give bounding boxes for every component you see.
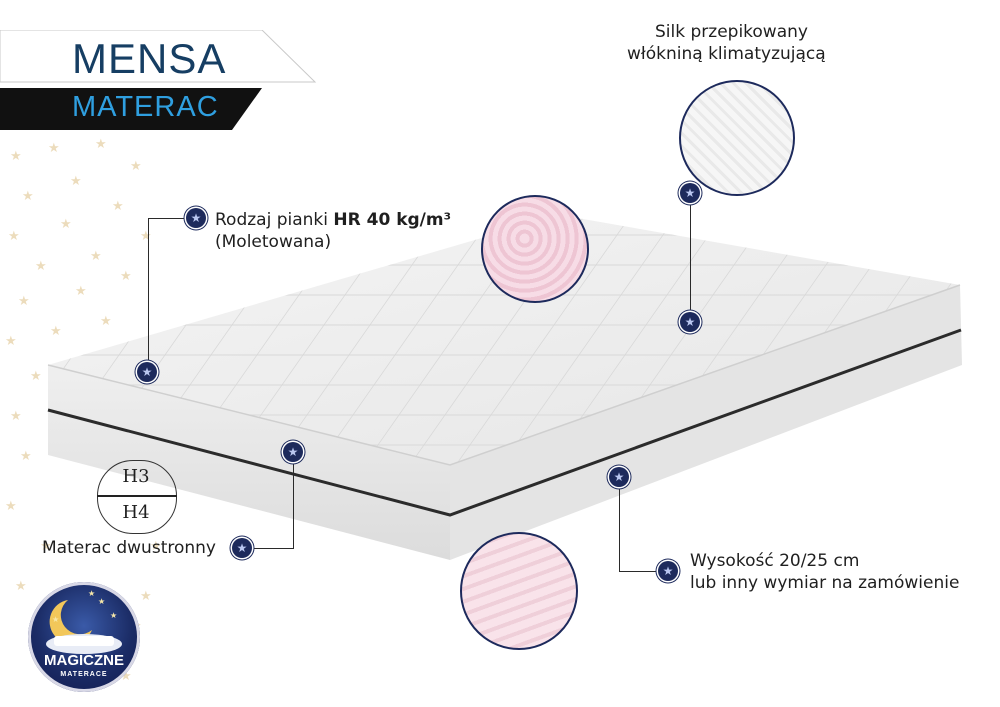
svg-text:★: ★ (50, 324, 62, 339)
svg-text:★: ★ (30, 369, 42, 384)
mattress-image (47, 215, 962, 560)
svg-text:★: ★ (8, 229, 20, 244)
svg-text:★: ★ (48, 141, 60, 156)
foam-density: HR 40 kg/m³ (333, 210, 452, 230)
cover-fabric-zoom (679, 80, 795, 196)
height-label-line1: Wysokość 20/25 cm (690, 551, 860, 571)
svg-text:★: ★ (20, 449, 32, 464)
svg-text:★: ★ (70, 174, 82, 189)
svg-text:★: ★ (120, 269, 132, 284)
svg-text:★: ★ (130, 159, 142, 174)
star-marker-icon: ★ (232, 538, 252, 558)
svg-text:★: ★ (120, 669, 132, 684)
double-sided-label: Materac dwustronny (42, 538, 216, 558)
svg-text:★: ★ (18, 294, 30, 309)
svg-text:★: ★ (110, 611, 117, 620)
svg-text:★: ★ (40, 539, 52, 554)
connector-foam-v (148, 218, 149, 368)
svg-text:★: ★ (88, 589, 95, 598)
product-category: MATERAC (72, 91, 219, 123)
foam-label-line1: Rodzaj pianki HR 40 kg/m³ (215, 210, 451, 231)
svg-text:★: ★ (60, 217, 72, 232)
product-name: MENSA (72, 35, 227, 82)
svg-text:★: ★ (15, 579, 27, 594)
svg-text:★: ★ (90, 249, 102, 264)
svg-text:★: ★ (75, 284, 87, 299)
star-marker-icon: ★ (680, 312, 700, 332)
cover-label-line1: Silk przepikowany (655, 22, 808, 42)
svg-text:★: ★ (10, 409, 22, 424)
connector-height-v (619, 477, 620, 572)
decorative-stars: ★ ★ ★ ★ ★ ★ ★ ★ ★ ★ ★ ★ ★ ★ ★ ★ ★ ★ ★ ★ ★ ★ ★ ★ ★ ★ ★ ★ ★ ★ (0, 130, 180, 690)
firmness-divider (97, 495, 177, 497)
svg-text:★: ★ (35, 259, 47, 274)
svg-text:★: ★ (140, 229, 152, 244)
star-marker-icon: ★ (283, 442, 303, 462)
svg-text:★: ★ (100, 314, 112, 329)
foam-texture-zoom (481, 195, 589, 303)
logo-title: MAGICZNE (44, 652, 124, 669)
cover-label-line2: włókniną klimatyzującą (627, 44, 826, 64)
title-banner-dark (0, 88, 262, 130)
star-marker-icon: ★ (609, 467, 629, 487)
firmness-top: H3 (122, 466, 150, 487)
svg-text:★: ★ (140, 589, 152, 604)
svg-text:★: ★ (5, 499, 17, 514)
connector-cover (690, 195, 691, 320)
foam-label-prefix: Rodzaj pianki (215, 210, 334, 230)
svg-text:★: ★ (22, 189, 34, 204)
logo-subtitle: MATERACE (60, 671, 108, 678)
height-label-line2: lub inny wymiar na zamówienie (690, 573, 960, 593)
svg-text:★: ★ (112, 199, 124, 214)
connector-double-h (252, 548, 294, 549)
star-marker-icon: ★ (658, 561, 678, 581)
svg-text:★: ★ (98, 597, 105, 606)
star-marker-icon: ★ (680, 183, 700, 203)
connector-height-h (619, 571, 661, 572)
connector-double-v (293, 452, 294, 549)
connector-foam-h (148, 218, 186, 219)
title-banner-light (0, 30, 317, 83)
firmness-badge (97, 460, 177, 534)
star-marker-icon: ★ (137, 362, 157, 382)
svg-text:★: ★ (95, 137, 107, 152)
svg-text:★: ★ (10, 149, 22, 164)
svg-text:★: ★ (52, 615, 59, 624)
brand-logo: ★★★★ MAGICZNE MATERACE (28, 582, 140, 692)
firmness-bottom: H4 (122, 502, 150, 523)
foam-layer-zoom (460, 532, 578, 650)
foam-label-line2: (Moletowana) (215, 232, 332, 252)
svg-text:★: ★ (5, 334, 17, 349)
star-marker-icon: ★ (186, 208, 206, 228)
svg-text:★: ★ (150, 539, 162, 554)
